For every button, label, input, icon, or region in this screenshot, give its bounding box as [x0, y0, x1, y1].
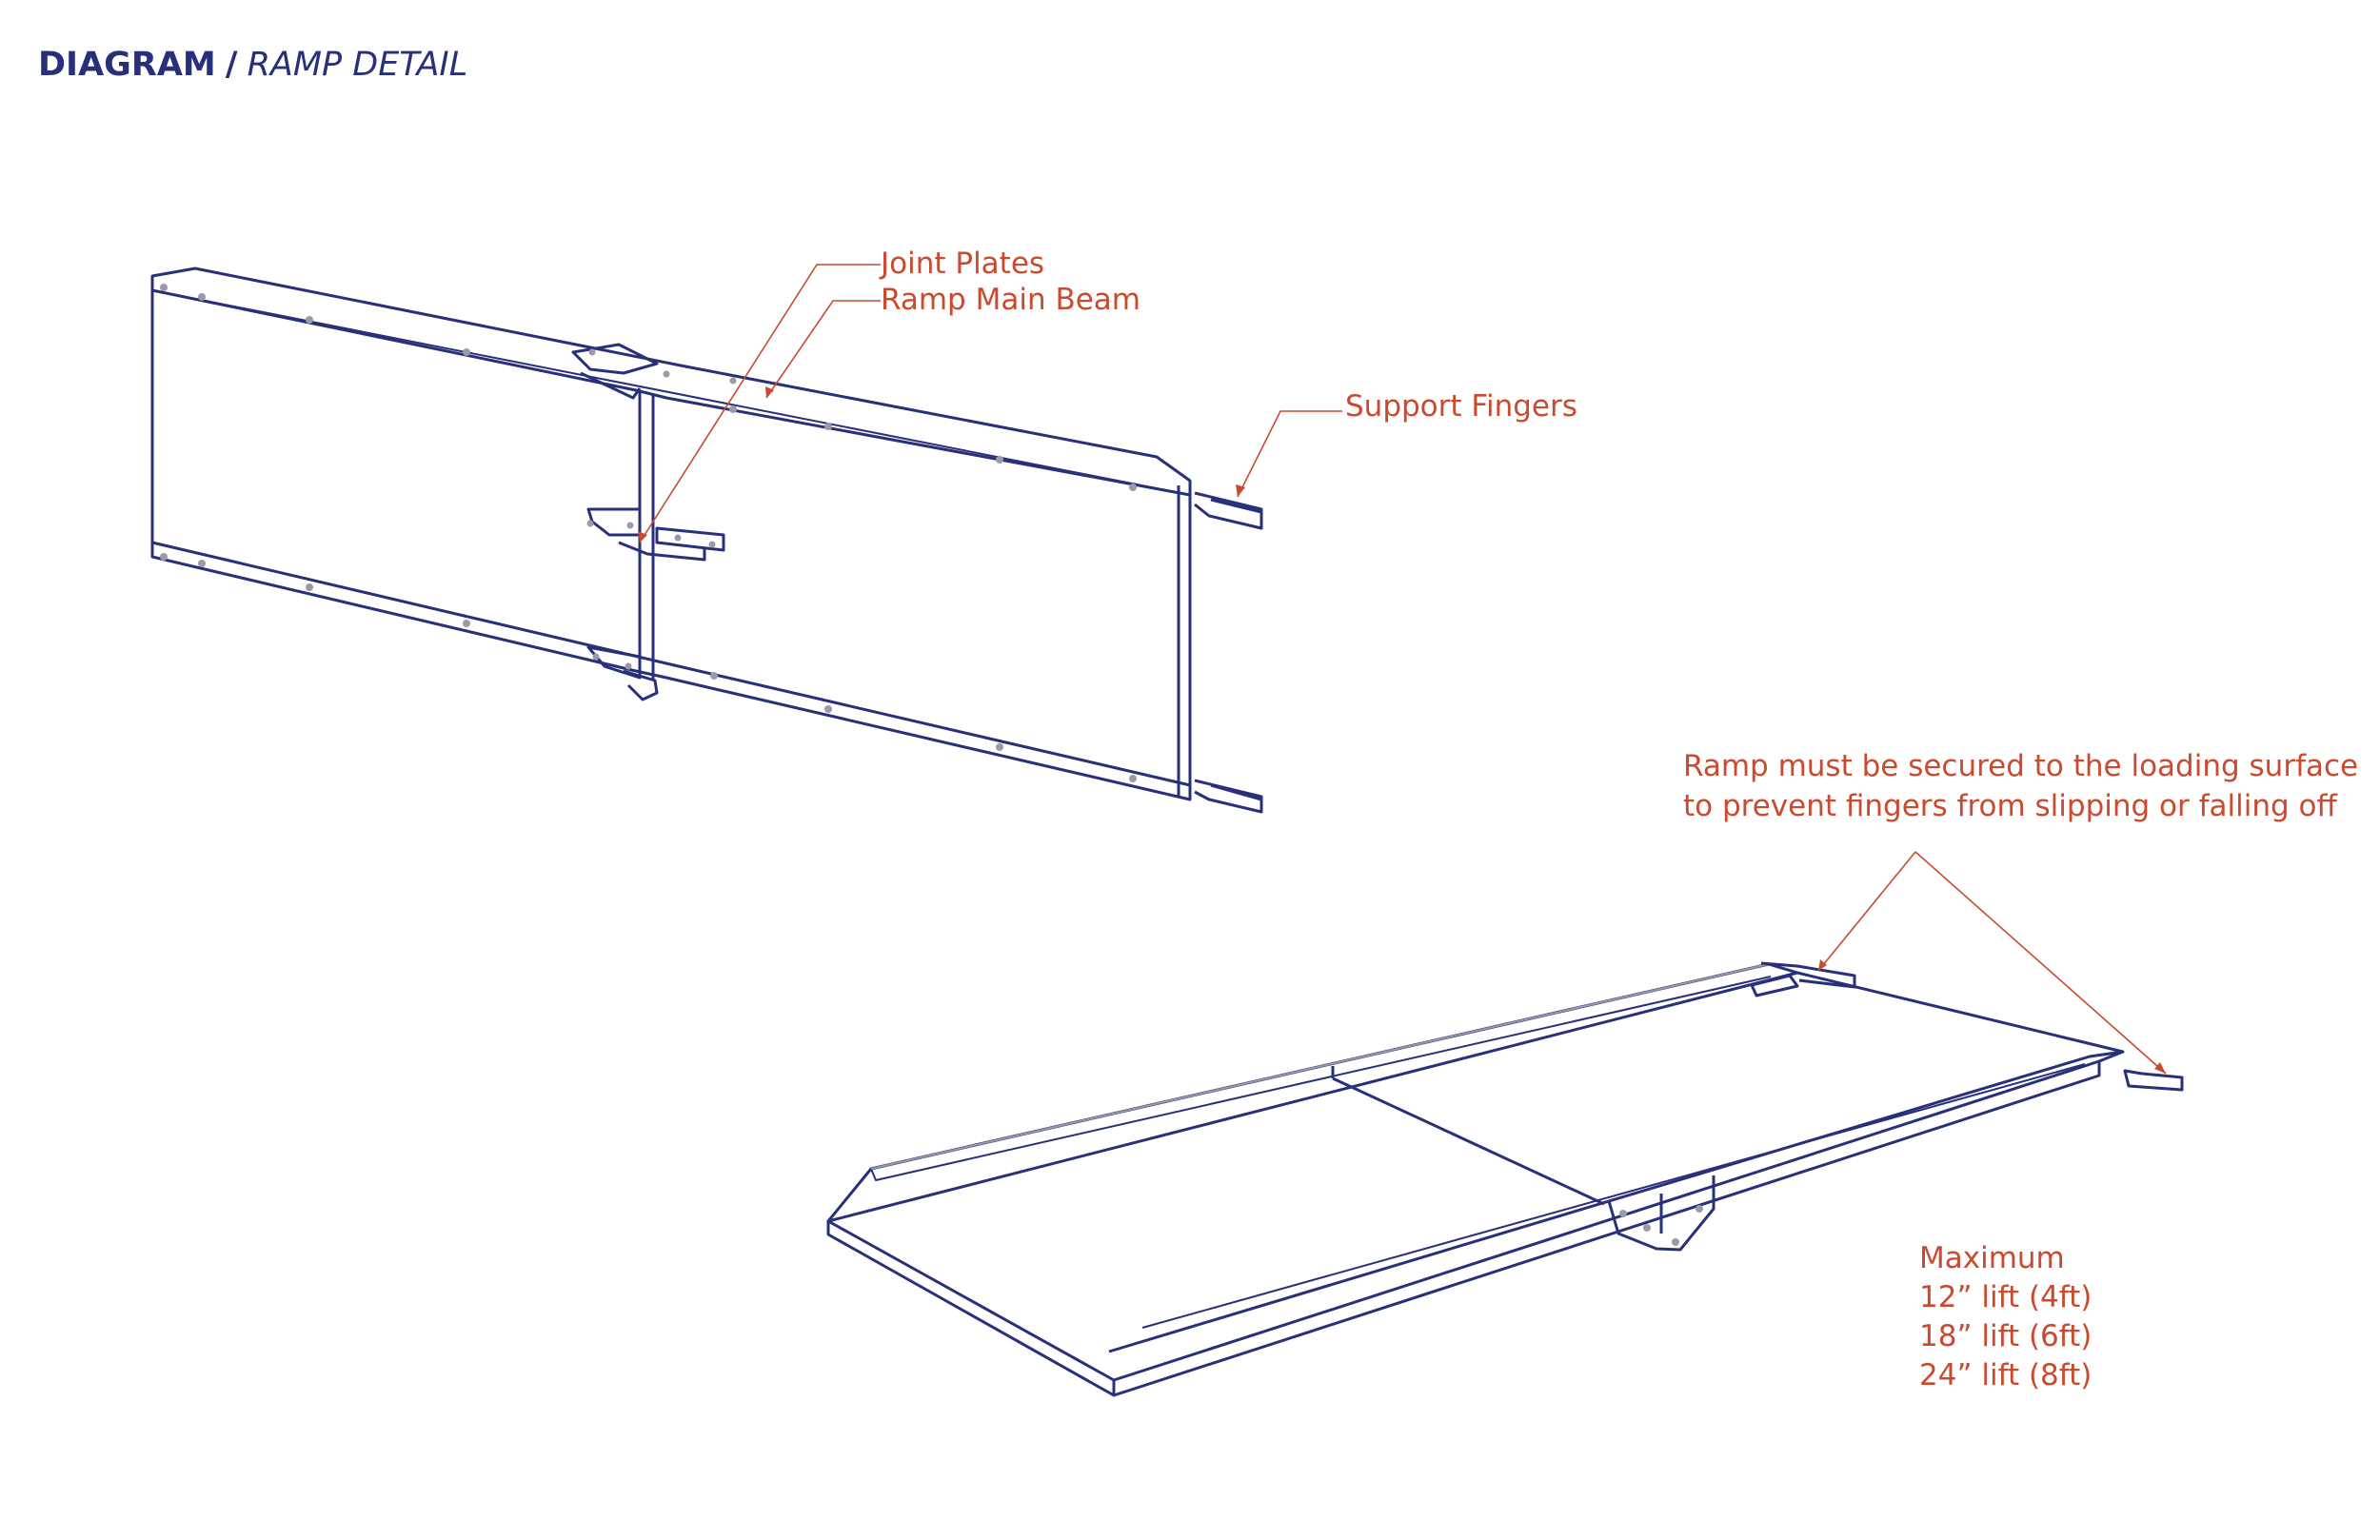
secure-note-leader-left — [1817, 851, 1916, 972]
bracket-bolts — [1619, 1205, 1703, 1246]
ramp-deck — [826, 971, 2125, 1382]
joint-plates-leader — [639, 264, 881, 543]
title-sub: RAMP DETAIL — [247, 46, 468, 84]
ramp-side-view — [150, 267, 1263, 814]
joint-plate-bottom — [586, 645, 642, 680]
label-joint-plates: Joint Plates — [881, 247, 1045, 281]
label-maximum: Maximum — [1919, 1241, 2065, 1275]
title-separator: / — [225, 46, 238, 84]
title-main: DIAGRAM — [38, 46, 216, 84]
label-secure-note-line2: to prevent fingers from slipping or fall… — [1683, 789, 2337, 823]
label-ramp-main-beam: Ramp Main Beam — [881, 283, 1140, 317]
arrowhead-icon — [2154, 1062, 2166, 1074]
leader-lines — [639, 264, 2167, 1075]
joint-plate-mid — [586, 507, 642, 537]
leader-arrowheads — [638, 386, 2166, 1074]
label-support-fingers: Support Fingers — [1345, 389, 1577, 424]
support-finger-near — [2123, 1069, 2184, 1092]
support-finger-far — [1760, 961, 1856, 989]
label-lift-12: 12” lift (4ft) — [1919, 1280, 2092, 1314]
deck-seam — [1332, 1076, 1605, 1206]
arrowhead-icon — [1236, 484, 1245, 497]
support-finger-bottom — [1194, 779, 1263, 814]
hinge-bracket — [1607, 1175, 1716, 1252]
support-fingers-leader — [1237, 410, 1342, 498]
bottom-rail — [150, 541, 1192, 801]
arrowhead-icon — [1818, 959, 1827, 971]
near-side-rail — [1108, 1050, 2124, 1353]
page-title: DIAGRAM/RAMP DETAIL — [38, 46, 467, 84]
right-end — [1177, 481, 1192, 800]
arrowhead-icon — [638, 531, 647, 543]
label-lift-18: 18” lift (6ft) — [1919, 1319, 2092, 1353]
label-secure-note-line1: Ramp must be secured to the loading surf… — [1683, 749, 2359, 783]
arrowhead-icon — [765, 386, 774, 398]
ramp-main-beam-leader — [765, 300, 881, 399]
label-lift-24: 24” lift (8ft) — [1919, 1358, 2092, 1392]
rail-bolts — [160, 284, 1137, 782]
joint-plate-top — [571, 343, 659, 375]
secure-note-leader-right — [1914, 851, 2167, 1075]
ramp-perspective-view — [826, 961, 2184, 1397]
support-finger-top — [1194, 491, 1263, 530]
